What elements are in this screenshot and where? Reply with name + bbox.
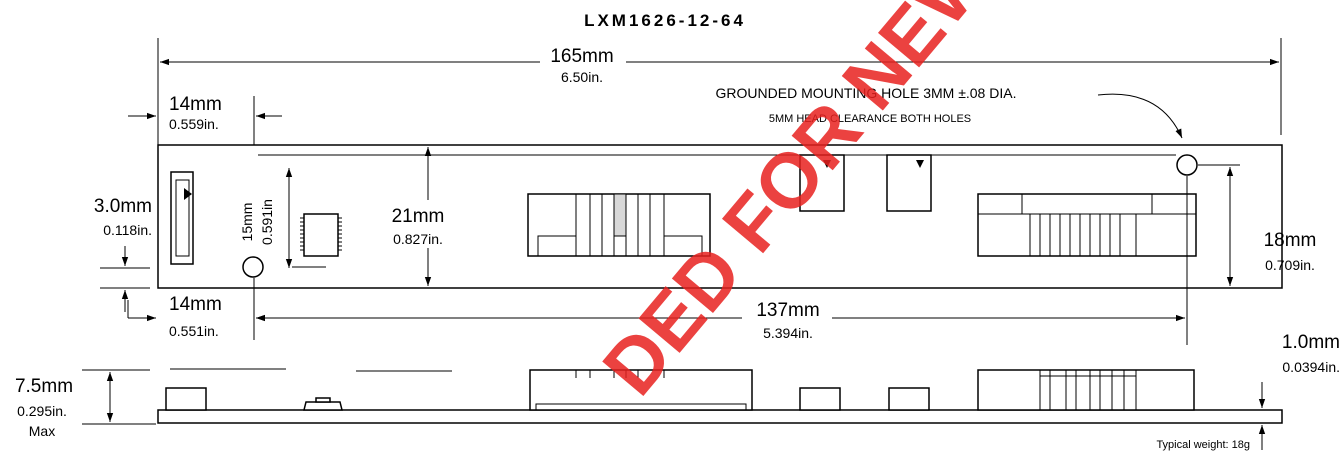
note-line-1: GROUNDED MOUNTING HOLE 3MM ±.08 DIA.: [716, 85, 1017, 101]
dim-connector-pitch: 3.0mm 0.118in.: [94, 196, 152, 312]
dim-left-offset-top: 14mm 0.559in.: [128, 94, 282, 145]
board-top-outline: [157, 144, 1283, 289]
left-connector: [170, 171, 194, 265]
dim-thickness: 1.0mm 0.0394in.: [1258, 332, 1340, 450]
dim-hole-spacing-mm: 137mm: [756, 300, 819, 321]
dim-overall-in: 6.50in.: [561, 69, 603, 85]
dim-hole-vertical-in: 0.591in: [259, 199, 275, 245]
dim-max-height-mm: 7.5mm: [15, 376, 73, 397]
side-components: [165, 368, 1195, 411]
mounting-hole-left: [242, 256, 264, 278]
dim-max-height: 7.5mm 0.295in. Max: [15, 369, 156, 439]
typical-weight: Typical weight: 18g: [1156, 439, 1250, 451]
dim-overall-length: 165mm 6.50in.: [157, 38, 1282, 145]
dim-right-height: 18mm 0.709in.: [1198, 164, 1317, 289]
dim-overall-mm: 165mm: [550, 46, 613, 67]
dim-pitch-in: 0.118in.: [103, 222, 152, 238]
dim-hole-vertical: 15mm 0.591in: [239, 168, 293, 268]
dim-right-height-in: 0.709in.: [1265, 257, 1315, 273]
ic-chip: [300, 213, 342, 257]
dim-thickness-mm: 1.0mm: [1282, 332, 1340, 353]
dim-board-height: 21mm 0.827in.: [392, 147, 445, 286]
dim-left-offset-bottom: 14mm 0.551in.: [127, 278, 282, 340]
center-header: [527, 193, 711, 257]
dim-hole-spacing: 137mm 5.394in.: [256, 176, 1188, 345]
mounting-hole-note: GROUNDED MOUNTING HOLE 3MM ±.08 DIA. 5MM…: [716, 85, 1183, 139]
dim-left-bottom-in: 0.551in.: [169, 323, 219, 339]
board-side-outline: [157, 409, 1283, 424]
dim-left-top-in: 0.559in.: [169, 116, 219, 132]
switch-2: [886, 154, 932, 212]
drawing-title: LXM1626-12-64: [584, 11, 746, 30]
dim-board-height-mm: 21mm: [392, 206, 445, 227]
dim-max-height-in: 0.295in.: [17, 403, 67, 419]
dim-pitch-mm: 3.0mm: [94, 196, 152, 217]
note-line-2: 5MM HEAD CLEARANCE BOTH HOLES: [769, 113, 971, 125]
right-header: [977, 193, 1197, 257]
dim-left-top-mm: 14mm: [169, 94, 222, 115]
dim-left-bottom-mm: 14mm: [169, 294, 222, 315]
dim-max-height-suffix: Max: [29, 423, 55, 439]
dim-thickness-in: 0.0394in.: [1282, 359, 1340, 375]
dim-right-height-mm: 18mm: [1264, 230, 1317, 251]
switch-1: [799, 154, 845, 212]
mounting-hole-right: [1176, 154, 1198, 176]
dim-hole-vertical-mm: 15mm: [239, 203, 255, 242]
dim-board-height-in: 0.827in.: [393, 231, 443, 247]
dim-hole-spacing-in: 5.394in.: [763, 325, 813, 341]
